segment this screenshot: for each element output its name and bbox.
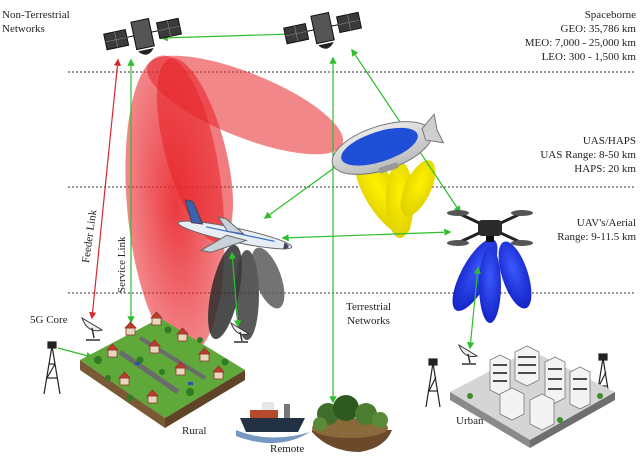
cell-tower-icon [43,341,61,395]
satellite-icon [103,17,183,55]
service-link-label: Service Link [116,236,128,293]
satellite-icon [283,11,363,49]
satellite-dish-icon [81,316,104,341]
spaceborne-title: Spaceborne [584,9,636,21]
leo-altitude: LEO: 300 - 1,500 km [541,51,636,63]
uav-beams [452,239,532,323]
uav-aerial-info: UAV's/Aerial Range: 9-11.5 km [557,216,636,244]
meo-altitude: MEO: 7,000 - 25,000 km [524,37,636,49]
urban-label: Urban [456,415,484,427]
haps-altitude: HAPS: 20 km [574,163,636,175]
urban-city-illustration [450,345,615,448]
geo-altitude: GEO: 35,786 km [560,23,636,35]
non-terrestrial-label: Non-Terrestrial Networks [2,9,70,35]
remote-island-illustration [312,395,392,452]
uav-to-urban-link [466,266,482,350]
satellite-beams [125,55,344,355]
plane-to-core-link [228,251,242,328]
airplane-icon [177,199,293,253]
5g-core-label: 5G Core [30,314,68,326]
plane-to-haps-link [263,159,347,219]
tower-link [57,347,94,360]
remote-label: Remote [270,443,305,455]
inter-satellite-link [160,30,294,42]
ship-illustration [236,402,310,444]
haps-airship-icon [331,113,445,175]
uav-drone-icon [447,210,533,246]
rural-label: Rural [182,425,207,437]
uav-aerial-title: UAV's/Aerial [576,217,636,229]
rural-village-illustration [80,311,245,428]
uav-range: Range: 9-11.5 km [557,231,636,243]
satellite-dish-icon [230,321,251,343]
uas-haps-info: UAS/HAPS UAS Range: 8-50 km HAPS: 20 km [540,134,636,176]
spaceborne-info: Spaceborne GEO: 35,786 km MEO: 7,000 - 2… [525,8,636,64]
terrestrial-label: Terrestrial Networks [346,301,392,327]
plane-to-uav-link [281,228,452,242]
uas-haps-title: UAS/HAPS [582,135,636,147]
satellite-dish-icon [458,343,479,365]
uas-range: UAS Range: 8-50 km [540,149,636,161]
feeder-link-line [88,58,122,320]
cell-tower-icon [425,358,441,408]
